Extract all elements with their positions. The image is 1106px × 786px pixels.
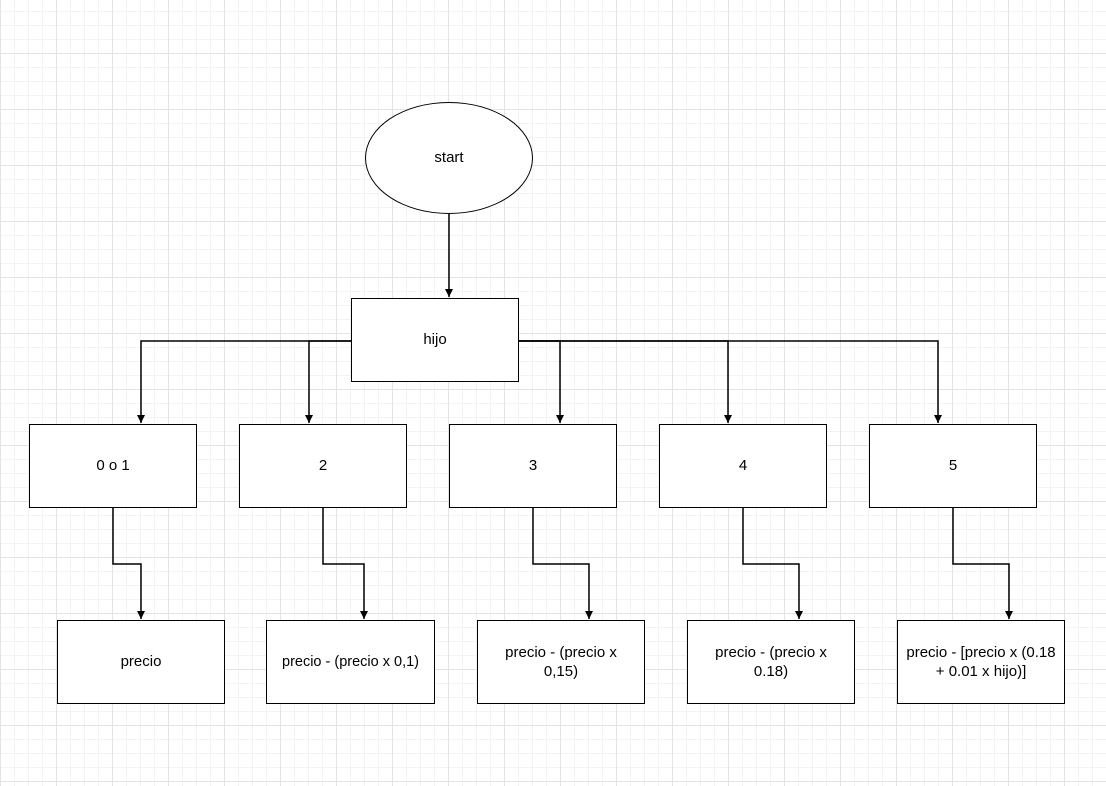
case-node-4: 4 <box>659 424 827 508</box>
hijo-node: hijo <box>351 298 519 382</box>
edge-case-0-to-result-0 <box>112 508 145 619</box>
result-node-3: precio - (precio x 0.18) <box>687 620 855 704</box>
case-node-5: 5 <box>869 424 1037 508</box>
edge-case-1-to-result-1 <box>322 508 368 619</box>
edge-hijo-to-case-0 <box>137 340 351 423</box>
edge-case-2-to-result-2 <box>532 508 593 619</box>
result-node-4: precio - [precio x (0.18 + 0.01 x hijo)] <box>897 620 1065 704</box>
edge-hijo-to-case-1 <box>305 340 351 423</box>
result-node-0: precio <box>57 620 225 704</box>
result-node-1: precio - (precio x 0,1) <box>266 620 435 704</box>
result-node-2: precio - (precio x 0,15) <box>477 620 645 704</box>
edge-hijo-to-case-2 <box>519 340 564 423</box>
case-node-2: 2 <box>239 424 407 508</box>
case-node-0-o-1: 0 o 1 <box>29 424 197 508</box>
start-node: start <box>365 102 533 214</box>
edge-hijo-to-case-4 <box>519 340 942 423</box>
edge-case-3-to-result-3 <box>742 508 803 619</box>
edge-case-4-to-result-4 <box>952 508 1013 619</box>
case-node-3: 3 <box>449 424 617 508</box>
edge-hijo-to-case-3 <box>519 340 732 423</box>
